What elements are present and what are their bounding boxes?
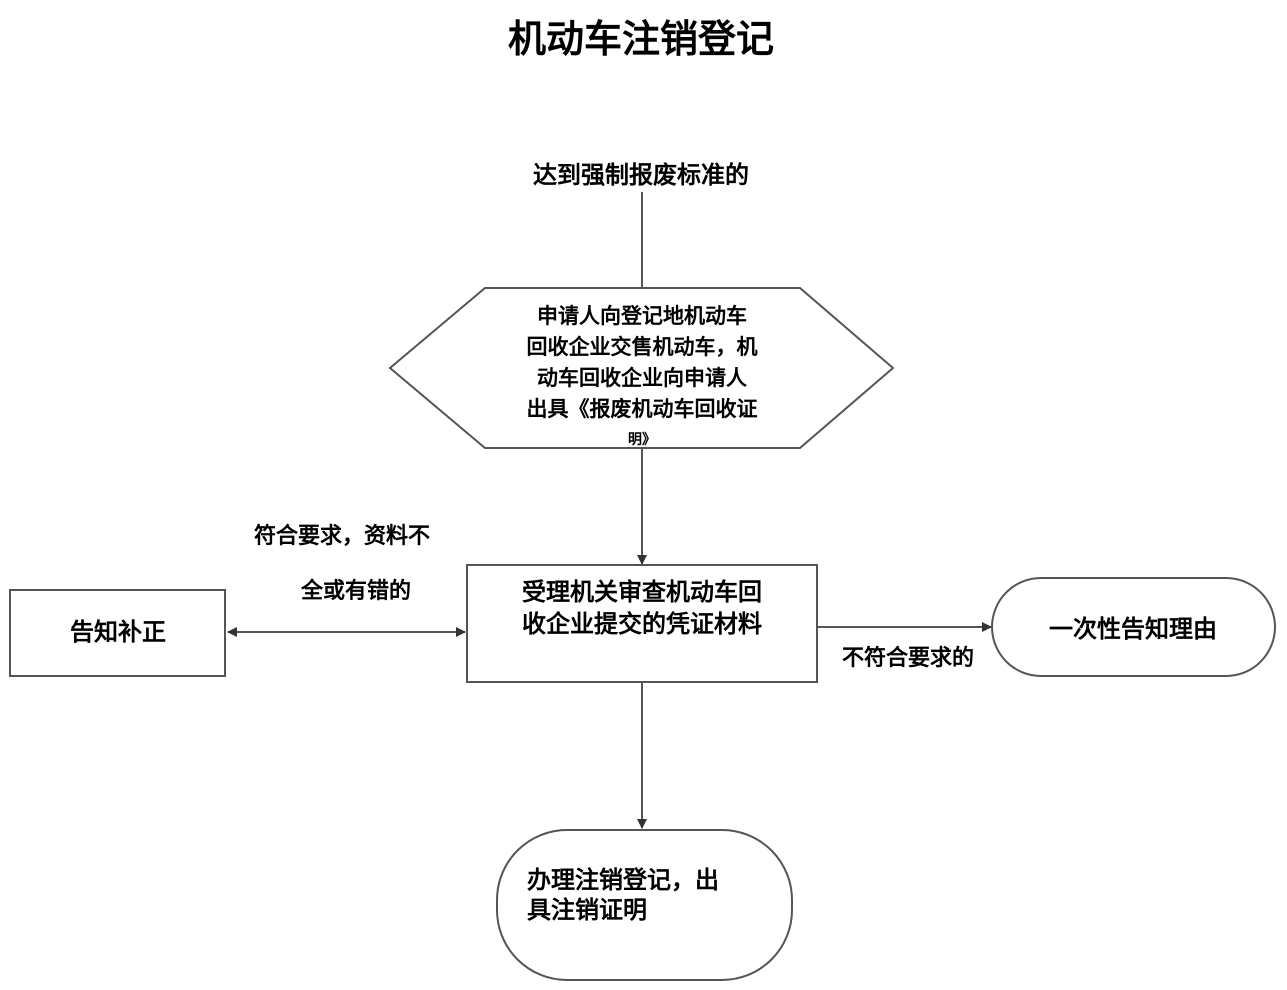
- end-line: 办理注销登记，出: [527, 866, 719, 894]
- hexagon-line: 回收企业交售机动车，机: [527, 335, 758, 359]
- hexagon-line: 明》: [628, 432, 656, 448]
- notify-correction-text: 告知补正: [70, 618, 166, 646]
- right-condition-label: 不符合要求的: [842, 645, 974, 671]
- start-label: 达到强制报废标准的: [533, 161, 749, 189]
- hexagon-text: 申请人向登记地机动车 回收企业交售机动车，机 动车回收企业向申请人 出具《报废机…: [527, 304, 758, 448]
- hexagon-line: 申请人向登记地机动车: [537, 304, 747, 328]
- end-box: [496, 829, 793, 981]
- left-condition-label: 全或有错的: [300, 578, 411, 604]
- review-line: 受理机关审查机动车回: [522, 578, 762, 606]
- hexagon-step: [388, 287, 895, 449]
- left-condition-label: 符合要求，资料不: [254, 523, 430, 549]
- notify-correction-box: [9, 589, 226, 677]
- reject-reason-box: [991, 577, 1276, 677]
- review-line: 收企业提交的凭证材料: [522, 610, 762, 638]
- end-line: 具注销证明: [527, 896, 647, 924]
- hexagon-line: 动车回收企业向申请人: [537, 366, 747, 390]
- reject-reason-text: 一次性告知理由: [1049, 615, 1217, 643]
- review-box: [466, 564, 818, 683]
- hexagon-line: 出具《报废机动车回收证: [527, 397, 758, 421]
- diagram-title: 机动车注销登记: [508, 17, 774, 61]
